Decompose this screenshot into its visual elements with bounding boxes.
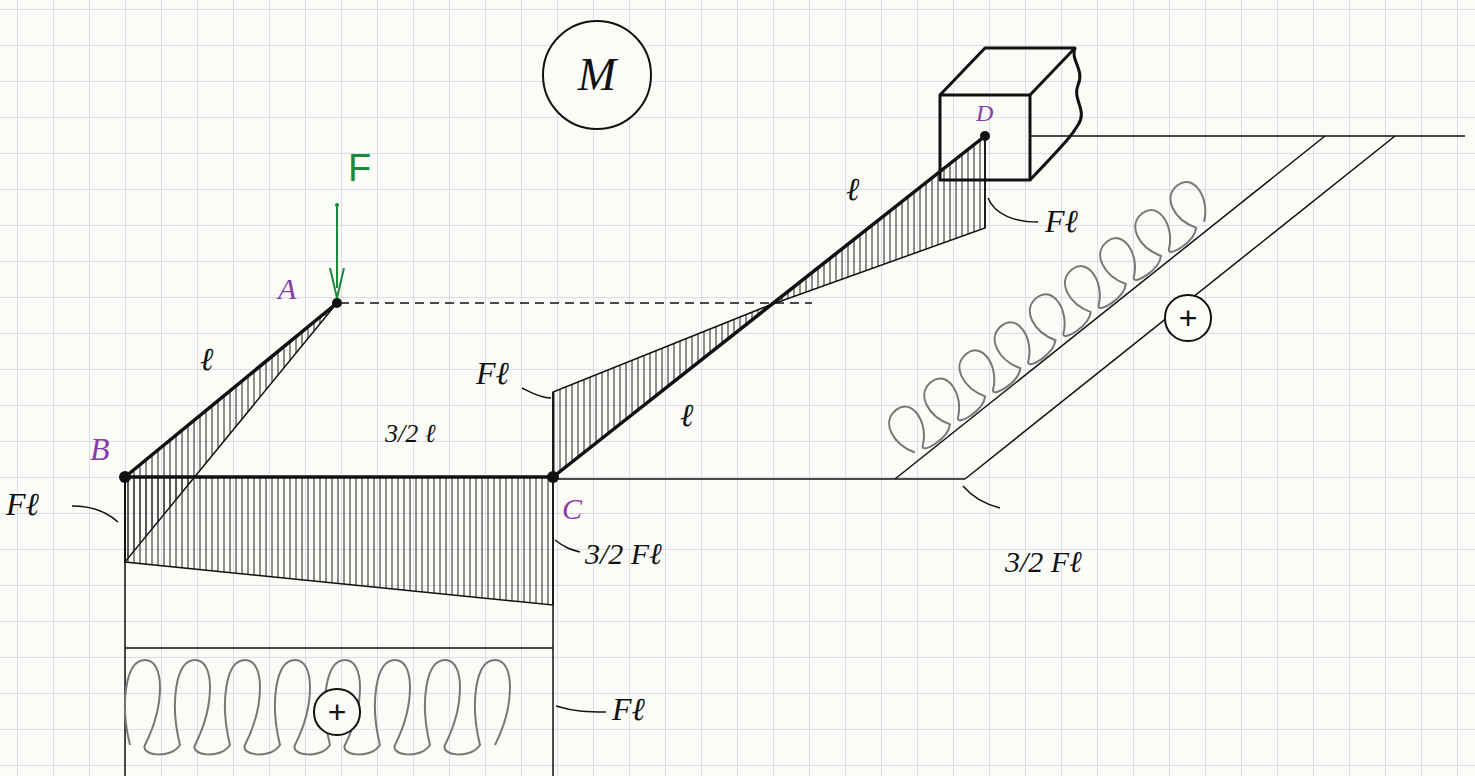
moment-area bbox=[125, 477, 553, 605]
length-label: ℓ bbox=[846, 172, 859, 207]
point-label: D bbox=[976, 100, 993, 126]
length-label: 3/2 ℓ bbox=[385, 420, 436, 449]
moment-value: 3/2 Fℓ bbox=[1005, 545, 1082, 578]
moment-value: 3/2 Fℓ bbox=[585, 537, 662, 570]
length-label: ℓ bbox=[200, 342, 213, 377]
point-label: C bbox=[562, 492, 582, 525]
torque-band bbox=[553, 136, 1465, 479]
node-text: + bbox=[328, 696, 347, 728]
moment-value: Fℓ bbox=[612, 692, 645, 727]
joint-dot bbox=[547, 471, 559, 483]
ordinate-line bbox=[125, 136, 985, 605]
scribble-fill bbox=[125, 660, 510, 754]
force-label: F bbox=[348, 148, 371, 190]
sign-circle: + bbox=[1164, 294, 1211, 341]
torque-panel bbox=[125, 562, 553, 776]
scribble-fill bbox=[881, 176, 1220, 461]
leader-line bbox=[72, 198, 1038, 712]
point-label: B bbox=[90, 432, 110, 467]
node-text: M bbox=[578, 52, 616, 98]
fixed-support bbox=[940, 48, 1081, 180]
sign-circle: + bbox=[313, 688, 360, 735]
moment-value: Fℓ bbox=[6, 487, 39, 522]
moment-value: Fℓ bbox=[1045, 204, 1078, 239]
reference-line bbox=[340, 302, 812, 304]
node-text: + bbox=[1179, 302, 1198, 334]
arrow-tail bbox=[335, 203, 339, 207]
joint-dot bbox=[980, 131, 990, 141]
frame-member bbox=[125, 136, 985, 477]
force-arrow bbox=[336, 205, 338, 288]
title-circle: M bbox=[542, 20, 652, 130]
arrow-head bbox=[330, 268, 344, 298]
joint-dot bbox=[332, 298, 342, 308]
point-label: A bbox=[278, 272, 296, 305]
moment-value: Fℓ bbox=[476, 356, 509, 391]
joint-dot bbox=[119, 471, 131, 483]
length-label: ℓ bbox=[680, 398, 693, 433]
